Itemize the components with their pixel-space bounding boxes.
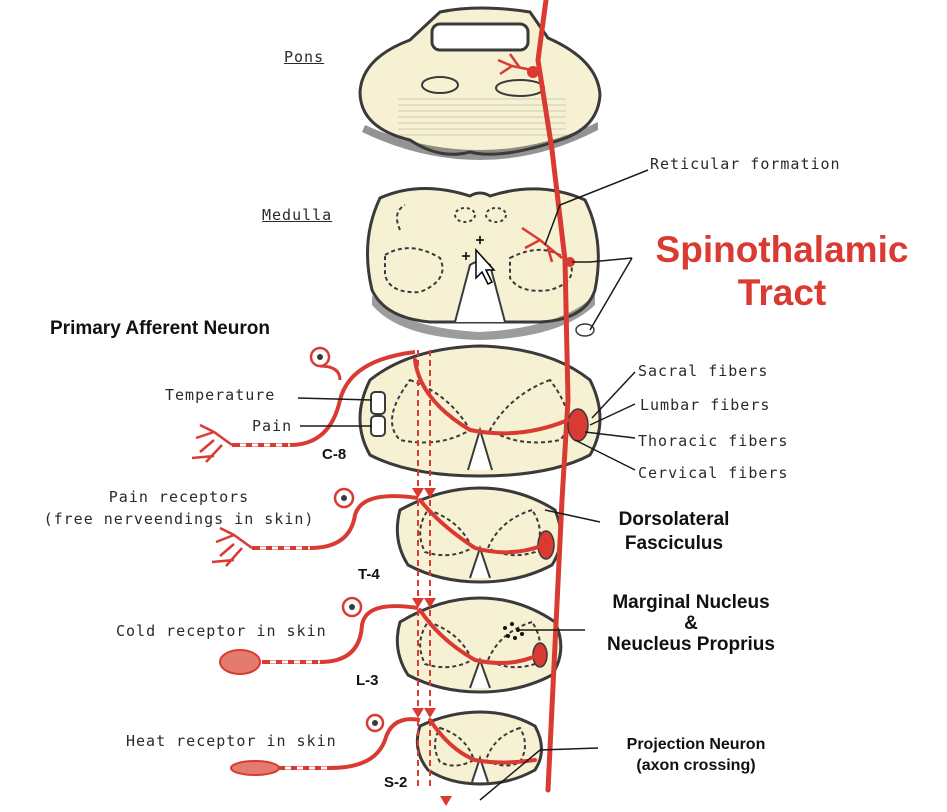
primary-afferent-c8: [191, 346, 416, 463]
diagram-title: Spinothalamic Tract: [632, 228, 932, 314]
dorsolateral-line1: Dorsolateral: [618, 509, 730, 530]
spinal-section-t4: [395, 486, 563, 584]
pain-receptors-line2: (free nerveendings in skin): [43, 510, 315, 528]
label-projection-neuron: Projection Neuron (axon crossing): [596, 734, 796, 776]
label-thoracic-fibers: Thoracic fibers: [638, 432, 789, 450]
primary-afferent-t4: [211, 487, 419, 567]
spinothalamic-tract: [532, 0, 595, 793]
title-line1: Spinothalamic: [655, 229, 909, 270]
label-temperature: Temperature: [165, 386, 276, 404]
title-line2: Tract: [737, 272, 827, 313]
spinal-section-s2: [415, 710, 543, 786]
label-reticular-formation: Reticular formation: [650, 155, 841, 173]
pons-section: [358, 6, 602, 160]
medulla-terminal-branches: [521, 226, 563, 263]
dorsolateral-line2: Fasciculus: [624, 533, 724, 554]
label-marginal-nucleus: Marginal Nucleus & Neucleus Proprius: [576, 592, 806, 655]
projection-line2: (axon crossing): [636, 757, 756, 774]
primary-afferent-l3: [219, 596, 419, 675]
pain-receptors-line1: Pain receptors: [108, 488, 250, 506]
label-sacral-fibers: Sacral fibers: [638, 362, 769, 380]
dorsolateral-arrows: [412, 488, 452, 806]
marginal-line1: Marginal Nucleus: [612, 592, 770, 613]
label-s2: S-2: [384, 774, 408, 791]
label-pain-receptors: Pain receptors (free nerveendings in ski…: [34, 488, 324, 528]
label-cold-receptor: Cold receptor in skin: [116, 622, 327, 640]
label-cervical-fibers: Cervical fibers: [638, 464, 789, 482]
label-lumbar-fibers: Lumbar fibers: [640, 396, 771, 414]
label-medulla: Medulla: [262, 206, 333, 224]
label-primary-afferent-neuron: Primary Afferent Neuron: [50, 318, 270, 339]
label-l3: L-3: [356, 672, 379, 689]
projection-neurons: [413, 358, 570, 765]
label-dorsolateral-fasciculus: Dorsolateral Fasciculus: [604, 508, 744, 556]
dorsolateral-fasciculus: [417, 350, 431, 790]
leader-lines: [297, 169, 649, 801]
mouse-cursor-icon: [462, 236, 496, 286]
label-heat-receptor: Heat receptor in skin: [126, 732, 337, 750]
projection-line1: Projection Neuron: [626, 736, 766, 753]
label-c8: C-8: [322, 446, 347, 463]
marginal-line2: &: [684, 613, 698, 634]
primary-afferent-s2: [230, 713, 421, 776]
medulla-section: [366, 187, 600, 340]
label-pain: Pain: [252, 417, 293, 435]
marginal-line3: Neucleus Proprius: [607, 634, 775, 655]
marginal-nucleus-dots: [503, 622, 524, 640]
pons-terminal-branches: [497, 53, 533, 76]
label-pons: Pons: [284, 48, 325, 66]
label-t4: T-4: [358, 566, 380, 583]
